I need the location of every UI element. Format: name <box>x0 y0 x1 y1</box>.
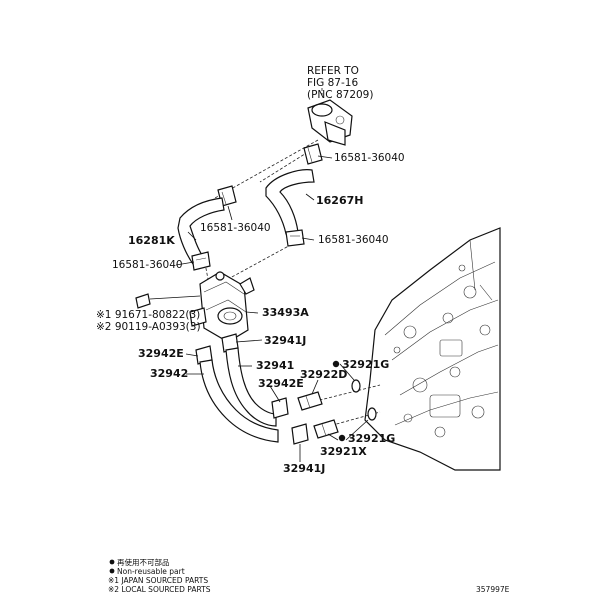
label-32921g-bottom: 32921G <box>348 432 395 445</box>
label-16281k: 16281K <box>128 234 175 247</box>
hose-16281k <box>177 197 225 265</box>
legend-jp: 再使用不可部品 <box>117 557 170 567</box>
label-bolt-2: ※2 90119-A0393(3) <box>96 321 201 333</box>
label-32922d: 32922D <box>300 368 347 381</box>
legend: 再使用不可部品 Non-reusable part ※1 JAPAN SOURC… <box>108 557 211 594</box>
oil-cooler-33493a <box>189 271 255 343</box>
label-32941: 32941 <box>256 359 294 372</box>
legend-bullet-en <box>109 568 115 574</box>
label-16581-d: 16581-36040 <box>112 259 183 271</box>
refer-pipe <box>307 88 353 146</box>
label-32941j-top: 32941J <box>264 334 306 347</box>
label-16581-a: 16581-36040 <box>334 152 405 164</box>
label-33493a: 33493A <box>262 306 309 319</box>
bolt <box>135 293 201 309</box>
refer-line-3: (PNC 87209) <box>307 89 373 101</box>
clip-32941j-bottom <box>291 423 309 445</box>
legend-note-2: ※2 LOCAL SOURCED PARTS <box>108 585 211 594</box>
label-bolt-1: ※1 91671-80822(3) <box>96 309 200 321</box>
label-32921x: 32921X <box>320 445 367 458</box>
gasket-top <box>351 379 361 393</box>
clip-c <box>285 229 305 247</box>
figure-id: 357997E <box>476 585 510 594</box>
gasket-bottom <box>367 407 377 421</box>
label-32942e-bottom: 32942E <box>258 377 304 390</box>
label-32942: 32942 <box>150 367 188 380</box>
label-16267h: 16267H <box>316 194 363 207</box>
hose-32942 <box>199 359 279 443</box>
label-16581-b: 16581-36040 <box>200 222 271 234</box>
label-32921g-top: 32921G <box>342 358 389 371</box>
transmission-housing <box>364 227 501 471</box>
legend-bullet-jp <box>109 559 115 565</box>
refer-line-2: FIG 87-16 <box>307 77 358 89</box>
union-32922d <box>297 391 323 411</box>
label-32941j-bottom: 32941J <box>283 462 325 475</box>
hose-32941 <box>225 347 277 427</box>
non-reusable-mark-bottom <box>338 434 346 442</box>
clip-d <box>191 251 211 271</box>
hose-16267h <box>265 169 315 235</box>
label-16581-c: 16581-36040 <box>318 234 389 246</box>
label-32942e-top: 32942E <box>138 347 184 360</box>
clip-a <box>303 143 323 165</box>
legend-en: Non-reusable part <box>117 567 185 576</box>
legend-note-1: ※1 JAPAN SOURCED PARTS <box>108 576 208 585</box>
non-reusable-mark-top <box>332 360 340 368</box>
clip-32942e-bottom <box>271 397 289 419</box>
refer-line-1: REFER TO <box>307 65 359 77</box>
union-32921x <box>313 419 339 439</box>
